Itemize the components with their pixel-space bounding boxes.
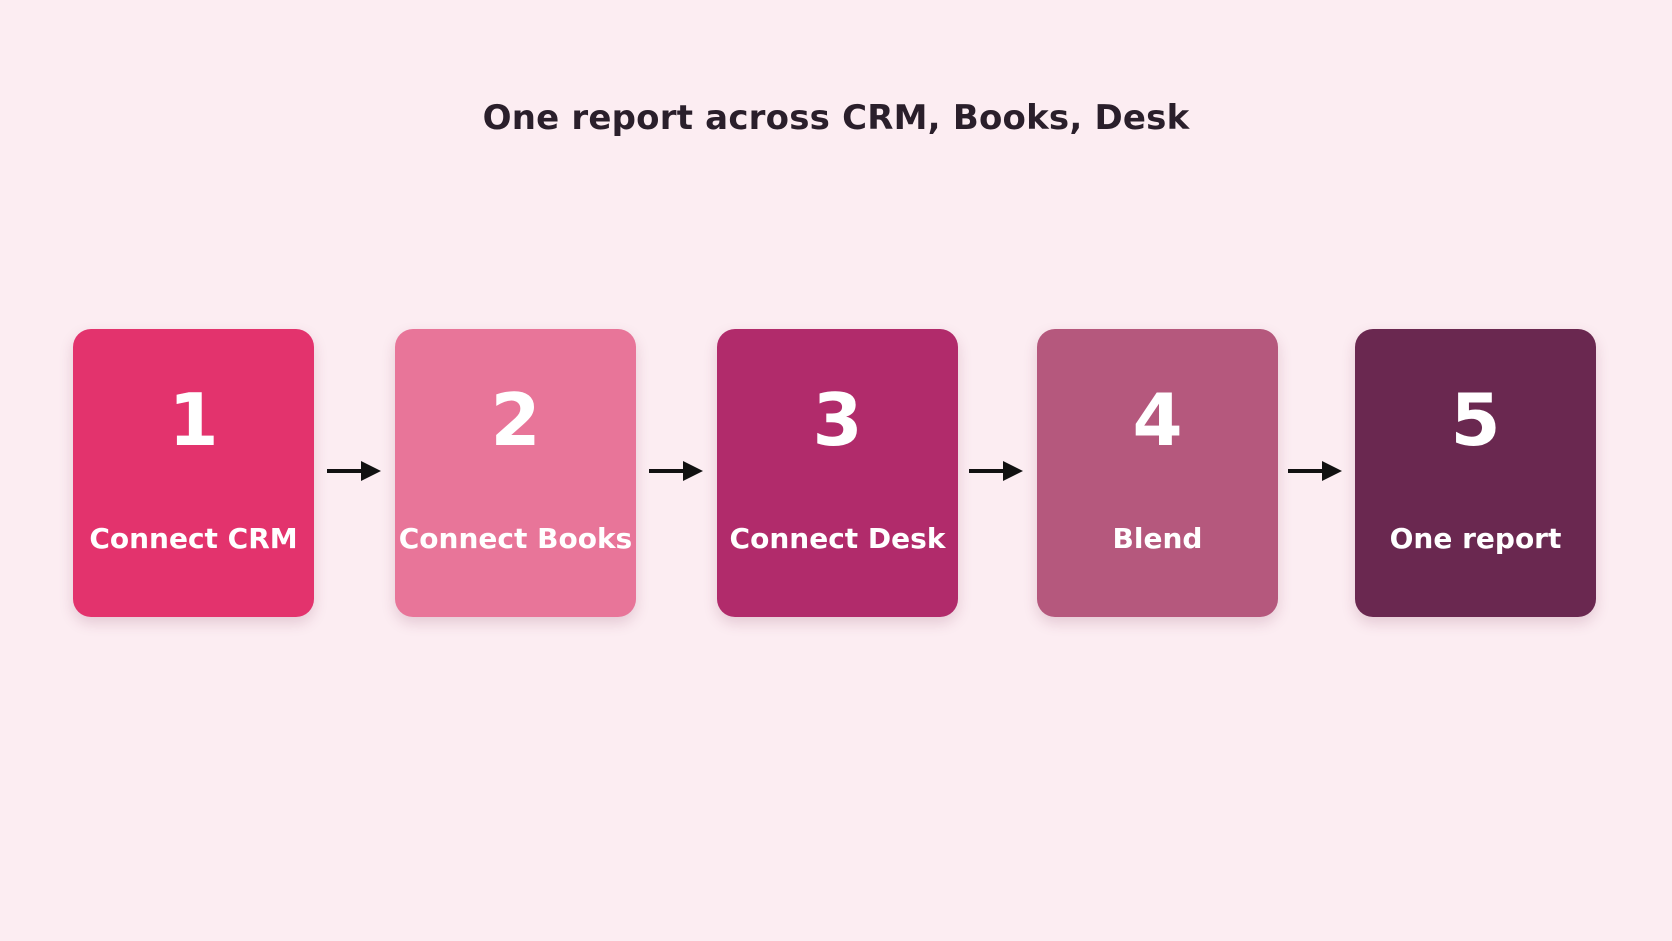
step-number: 1	[168, 378, 219, 462]
arrow-right-icon	[1288, 461, 1342, 481]
step-number: 4	[1132, 378, 1183, 462]
step-box-one-report: 5 One report	[1355, 329, 1596, 617]
step-label: Blend	[1112, 522, 1203, 555]
step-label: One report	[1389, 522, 1562, 555]
step-number: 5	[1450, 378, 1501, 462]
arrow-right-icon	[969, 461, 1023, 481]
step-number: 3	[812, 378, 863, 462]
step-box-connect-crm: 1 Connect CRM	[73, 329, 314, 617]
diagram-title: One report across CRM, Books, Desk	[482, 98, 1190, 138]
step-label: Connect Desk	[729, 522, 946, 555]
arrow-right-icon	[327, 461, 381, 481]
step-number: 2	[490, 378, 541, 462]
step-box-blend: 4 Blend	[1037, 329, 1278, 617]
step-label: Connect Books	[398, 522, 633, 555]
step-box-connect-books: 2 Connect Books	[395, 329, 636, 617]
step-box-connect-desk: 3 Connect Desk	[717, 329, 958, 617]
arrow-right-icon	[649, 461, 703, 481]
step-label: Connect CRM	[89, 522, 298, 555]
